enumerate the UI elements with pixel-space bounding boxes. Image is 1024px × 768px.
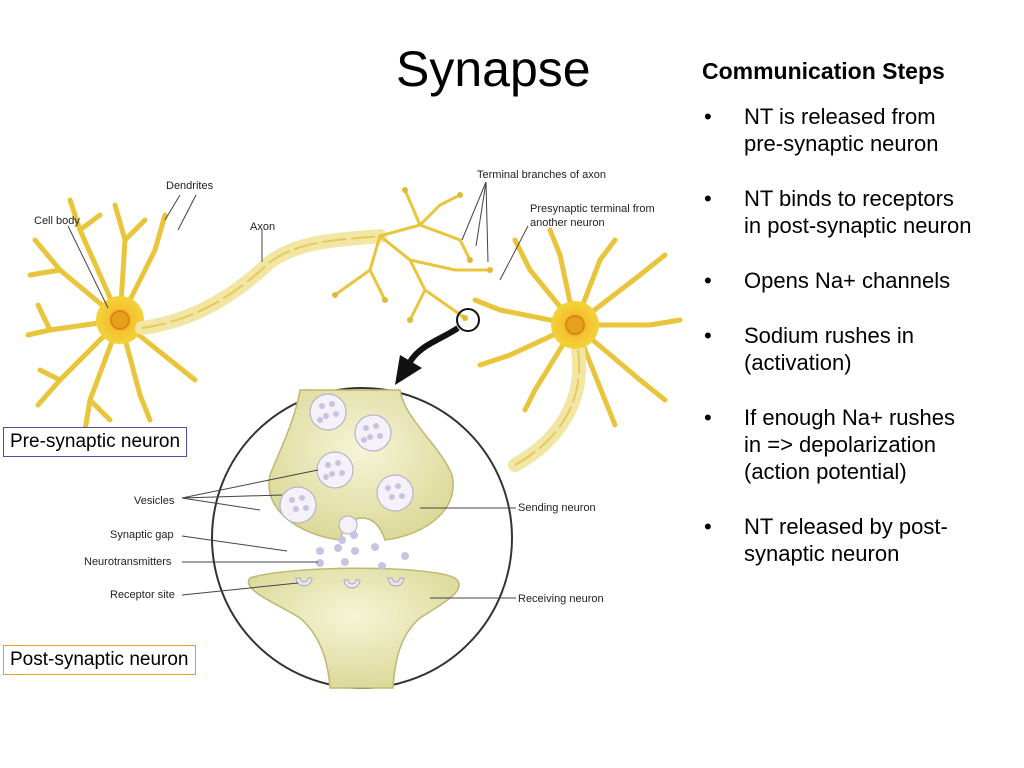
communication-steps-panel: Communication Steps • NT is released from…: [702, 58, 1020, 595]
step-line: NT is released from: [744, 104, 936, 129]
step-line: (action potential): [744, 459, 907, 484]
list-item: • Opens Na+ channels: [702, 267, 1020, 294]
list-item: • Sodium rushes in(activation): [702, 322, 1020, 376]
bullet-icon: •: [704, 405, 712, 430]
panel-heading: Communication Steps: [702, 58, 945, 84]
neurotransmitters: [316, 531, 409, 570]
receiving-terminal: [247, 567, 460, 689]
step-line: NT binds to receptors: [744, 186, 954, 211]
label-dendrites: Dendrites: [166, 180, 214, 192]
step-line: (activation): [744, 350, 852, 375]
zoom-arrow: [407, 325, 460, 364]
step-line: in => depolarization: [744, 432, 937, 457]
step-line: synaptic neuron: [744, 541, 900, 566]
receptor-sites: [295, 577, 405, 589]
label-sending-neuron: Sending neuron: [518, 502, 596, 514]
zoom-marker: [456, 308, 480, 332]
step-line: If enough Na+ rushes: [744, 405, 955, 430]
bullet-icon: •: [704, 104, 712, 129]
step-line: NT released by post-: [744, 514, 948, 539]
label-vesicles: Vesicles: [134, 495, 175, 507]
label-synaptic-gap: Synaptic gap: [110, 529, 174, 541]
post-synaptic-label-box: Post-synaptic neuron: [3, 645, 196, 675]
bullet-icon: •: [704, 186, 712, 211]
label-receiving-neuron: Receiving neuron: [518, 593, 604, 605]
label-neurotransmitters: Neurotransmitters: [84, 556, 172, 568]
list-item: • NT released by post-synaptic neuron: [702, 513, 1020, 567]
label-receptor-site: Receptor site: [110, 589, 175, 601]
bullet-icon: •: [704, 514, 712, 539]
step-line: Sodium rushes in: [744, 323, 914, 348]
slide-title: Synapse: [396, 41, 591, 97]
left-neuron: [25, 197, 198, 433]
terminal-branches: [333, 188, 492, 322]
vesicles: [279, 393, 414, 535]
axon: [135, 229, 387, 335]
label-axon: Axon: [250, 221, 275, 233]
label-cell-body: Cell body: [34, 215, 80, 227]
label-presynaptic-terminal-1: Presynaptic terminal from: [530, 203, 655, 215]
label-terminal-branches: Terminal branches of axon: [477, 169, 606, 181]
bullet-icon: •: [704, 323, 712, 348]
step-line: pre-synaptic neuron: [744, 131, 939, 156]
step-line: Opens Na+ channels: [744, 268, 951, 293]
pre-synaptic-label-box: Pre-synaptic neuron: [3, 427, 188, 457]
bullet-icon: •: [704, 268, 712, 293]
step-line: in post-synaptic neuron: [744, 213, 972, 238]
label-presynaptic-terminal-2: another neuron: [530, 217, 605, 229]
